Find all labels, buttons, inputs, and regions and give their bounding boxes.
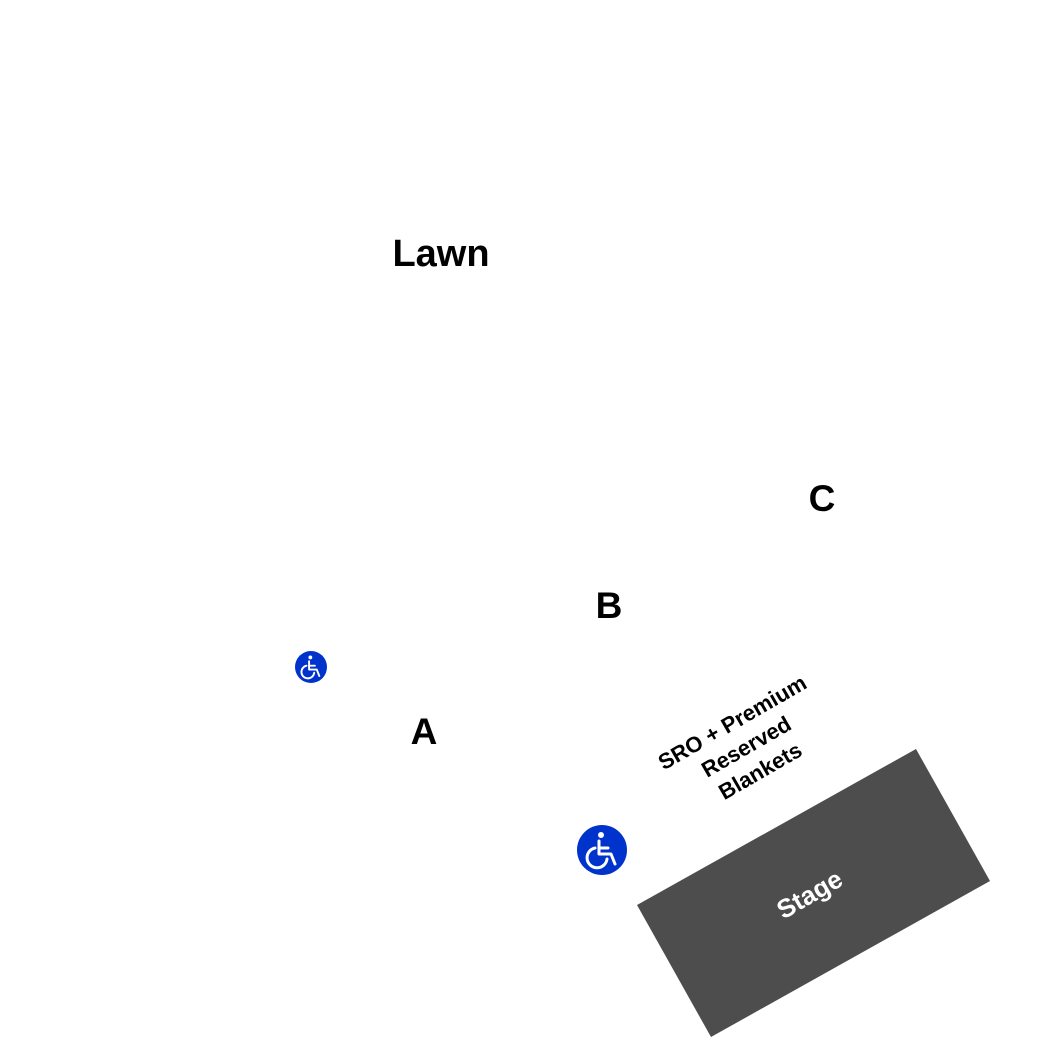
wheelchair-accessible-icon[interactable] bbox=[577, 825, 627, 875]
section-a[interactable]: A bbox=[411, 711, 438, 752]
stage[interactable]: Stage bbox=[637, 749, 990, 1037]
wheelchair-accessible-icon[interactable] bbox=[295, 651, 327, 683]
section-b[interactable]: B bbox=[596, 585, 623, 626]
section-lawn[interactable]: Lawn bbox=[392, 233, 489, 275]
section-c[interactable]: C bbox=[809, 478, 836, 519]
stage-shape bbox=[637, 749, 990, 1037]
